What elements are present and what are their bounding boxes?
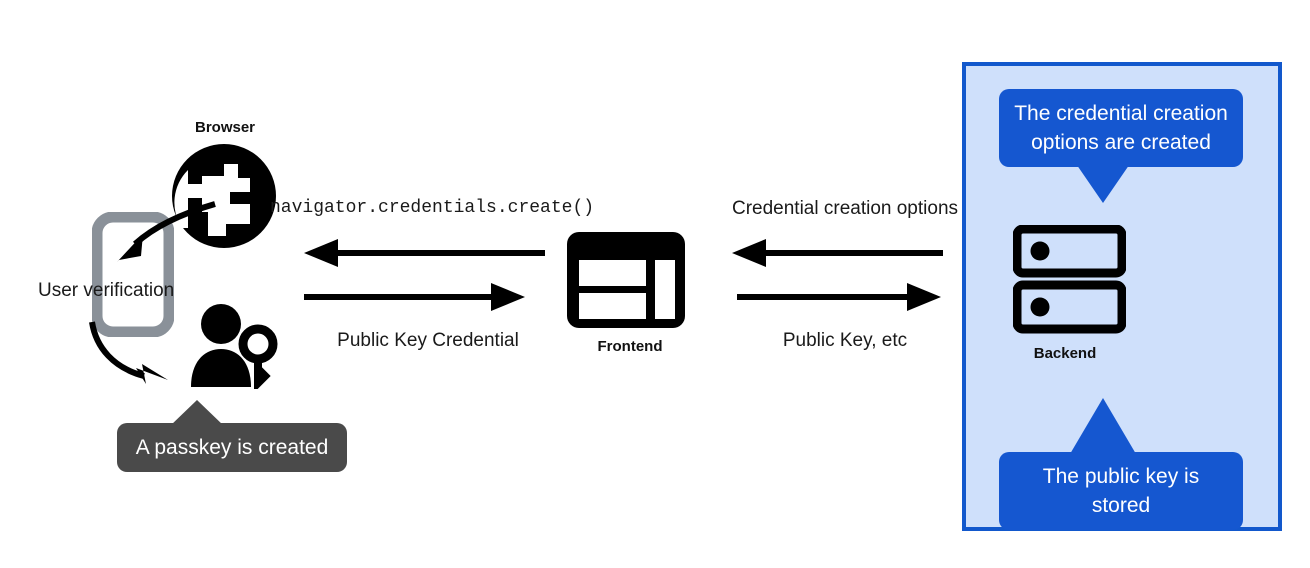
web-layout-icon: [565, 230, 687, 330]
callout-public-key-stored: The public key is stored: [999, 452, 1243, 530]
flow-label-public-key-etc: Public Key, etc: [782, 330, 908, 351]
user-with-key-icon: [185, 303, 281, 389]
callout-tail-passkey: [170, 400, 224, 426]
arrow-frontend-to-backend-bottom: [735, 282, 943, 312]
arrow-backend-to-frontend-top: [730, 238, 945, 268]
backend-label: Backend: [1033, 345, 1097, 362]
flow-label-navigator-create: navigator.credentials.create(): [270, 198, 595, 218]
server-stack-icon: [1013, 225, 1126, 335]
flow-label-public-key-credential: Public Key Credential: [337, 330, 519, 351]
mobile-phone-icon: [92, 212, 174, 337]
arrow-browser-to-frontend-bottom: [302, 282, 527, 312]
callout-passkey-created: A passkey is created: [117, 423, 347, 472]
user-verification-label: User verification: [38, 280, 175, 301]
arrow-browser-to-device: [95, 190, 225, 280]
arrow-frontend-to-browser-top: [302, 238, 547, 268]
arrow-device-to-user: [86, 318, 206, 398]
frontend-label: Frontend: [597, 338, 663, 355]
globe-icon: [168, 140, 280, 252]
flow-label-credential-creation-options: Credential creation options: [731, 198, 959, 219]
callout-credential-creation-options: The credential creation options are crea…: [999, 89, 1243, 167]
callout-tail-public-key-stored: [1070, 398, 1136, 454]
browser-label: Browser: [194, 119, 256, 136]
